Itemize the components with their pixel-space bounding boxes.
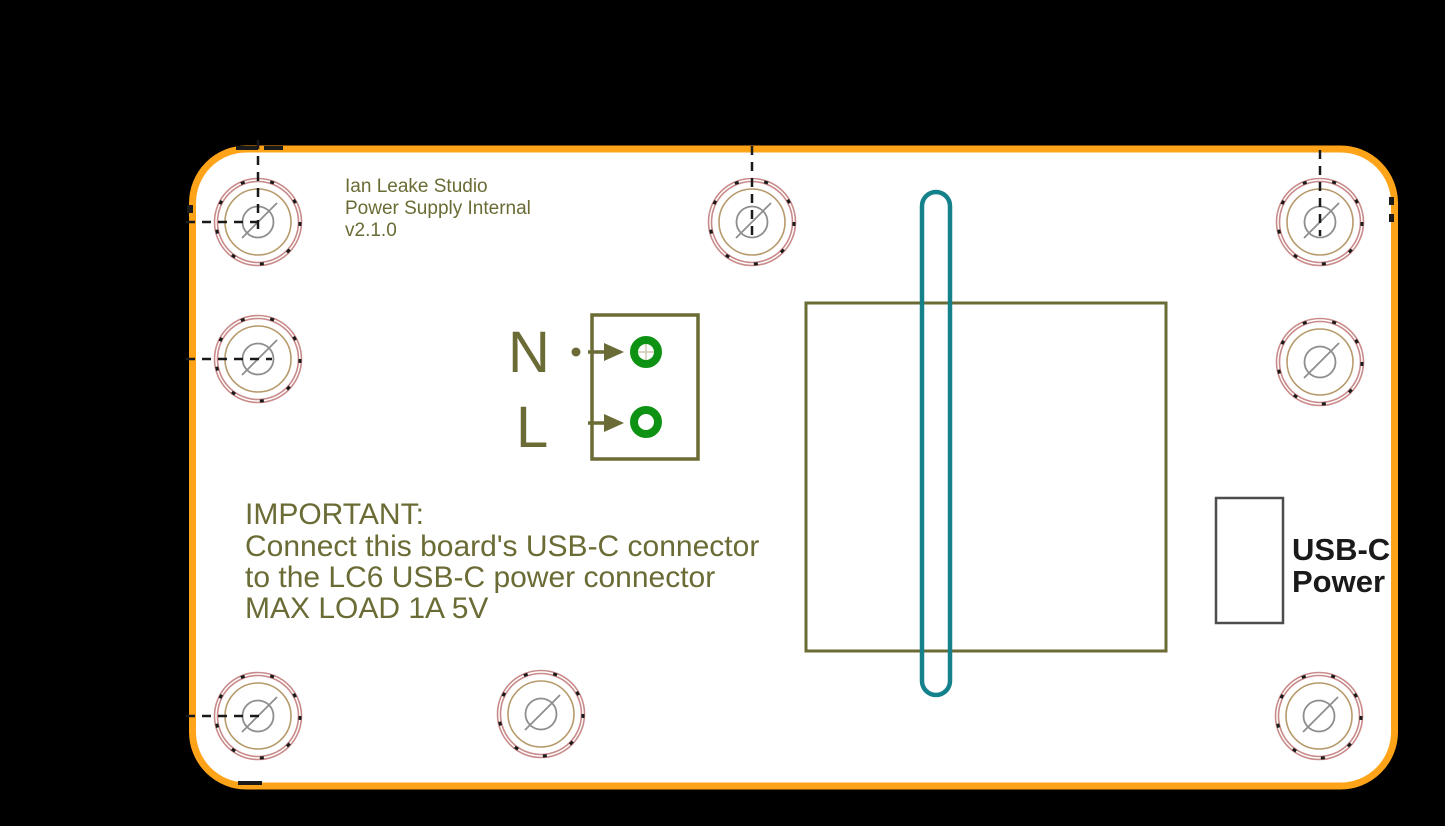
note-line1: IMPORTANT: bbox=[245, 498, 424, 531]
important-note: IMPORTANT: Connect this board's USB-C co… bbox=[245, 498, 759, 625]
neutral-pad bbox=[630, 336, 662, 368]
board-title-line2: Power Supply Internal bbox=[345, 198, 531, 219]
board-edge-ticks bbox=[187, 146, 1394, 785]
note-line4: MAX LOAD 1A 5V bbox=[245, 592, 488, 625]
board-title-line1: Ian Leake Studio bbox=[345, 176, 488, 197]
board-outline bbox=[189, 145, 1398, 790]
edge-tick bbox=[1389, 197, 1394, 205]
terminal-connector-outline bbox=[590, 313, 700, 461]
board-title-line3: v2.1.0 bbox=[345, 220, 397, 241]
edge-tick bbox=[238, 781, 262, 785]
live-pad bbox=[630, 406, 662, 438]
edge-tick bbox=[264, 146, 283, 150]
usbc-connector-outline bbox=[1214, 496, 1285, 625]
note-line3: to the LC6 USB-C power connector bbox=[245, 561, 715, 594]
live-pin-label: L bbox=[516, 395, 548, 460]
neutral-arrow-icon bbox=[588, 343, 624, 361]
crosshair-lines bbox=[186, 140, 1322, 718]
usbc-label-line1: USB-C bbox=[1292, 532, 1390, 567]
edge-tick bbox=[187, 205, 193, 213]
live-arrow-icon bbox=[588, 414, 624, 432]
isolation-slot bbox=[919, 189, 953, 698]
mains-terminal-connector: N L bbox=[508, 313, 700, 461]
pin1-dot-marker bbox=[571, 347, 581, 357]
edge-tick bbox=[1389, 214, 1394, 222]
usbc-label-line2: Power bbox=[1292, 564, 1385, 599]
edge-tick bbox=[236, 146, 258, 150]
board-title: Ian Leake Studio Power Supply Internal v… bbox=[345, 176, 531, 241]
neutral-pin-label: N bbox=[508, 320, 550, 385]
usbc-connector: USB-C Power bbox=[1214, 496, 1390, 625]
note-line2: Connect this board's USB-C connector bbox=[245, 530, 759, 563]
power-module-outline bbox=[804, 301, 1168, 653]
